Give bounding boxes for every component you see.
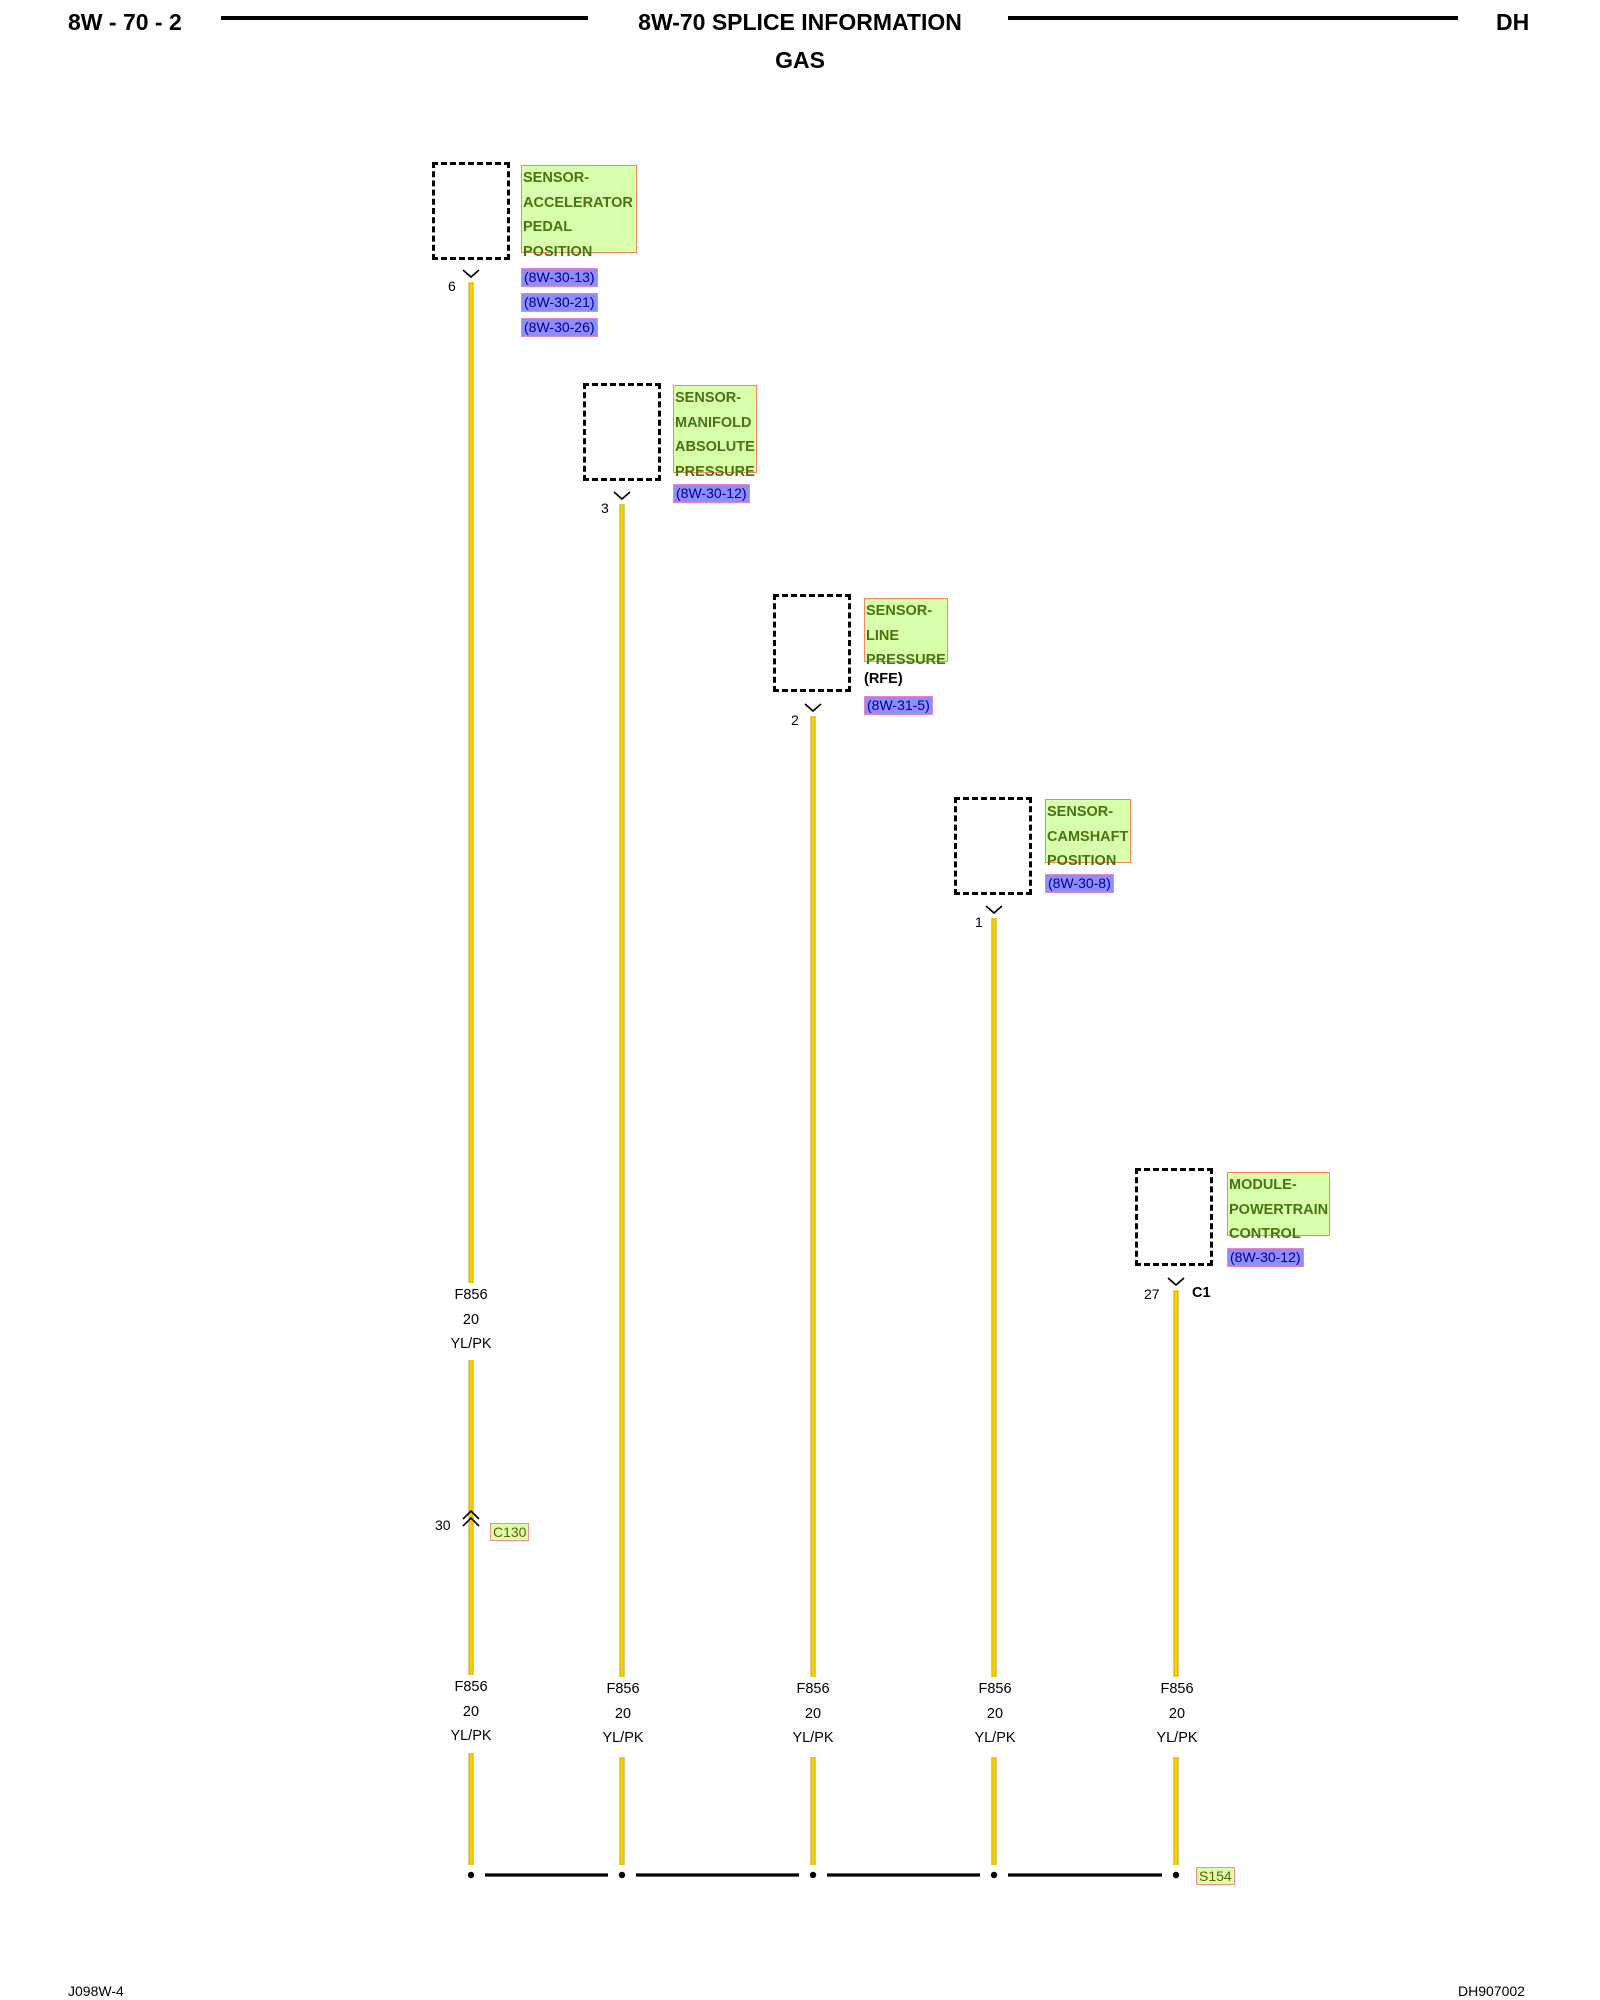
- connector-body-pcm: [1135, 1168, 1213, 1266]
- splice-node: [809, 1871, 817, 1879]
- ref-link[interactable]: (8W-30-13): [521, 268, 598, 287]
- ref-link[interactable]: (8W-31-5): [864, 696, 933, 715]
- page-number: 8W - 70 - 2: [68, 9, 182, 35]
- header-rule-right: [1008, 16, 1458, 20]
- connector-body-line-pressure: [773, 594, 851, 692]
- page-title: 8W-70 SPLICE INFORMATION: [638, 9, 962, 35]
- ref-link[interactable]: (8W-30-12): [1227, 1248, 1304, 1267]
- connector-body-camshaft: [954, 797, 1032, 895]
- splice-group: [467, 1871, 1180, 1879]
- variant-note: (RFE): [864, 671, 903, 687]
- wire-group: [462, 269, 1185, 1865]
- ref-link[interactable]: (8W-30-8): [1045, 874, 1114, 893]
- page-subtitle: GAS: [775, 47, 825, 73]
- ref-link[interactable]: (8W-30-12): [673, 484, 750, 503]
- splice-node: [618, 1871, 626, 1879]
- header-rule-left: [221, 16, 588, 20]
- splice-tag[interactable]: S154: [1196, 1867, 1235, 1885]
- ref-link[interactable]: (8W-30-21): [521, 293, 598, 312]
- connector-id: C1: [1192, 1285, 1211, 1301]
- splice-node: [467, 1871, 475, 1879]
- pin-number: 27: [1144, 1286, 1160, 1302]
- terminal-chevron: [804, 703, 822, 713]
- pin-number: 1: [975, 914, 983, 930]
- inline-connector-chevron: [462, 1516, 480, 1527]
- pin-number: 6: [448, 278, 456, 294]
- pin-number: 2: [791, 712, 799, 728]
- connector-body-map-sensor: [583, 383, 661, 481]
- inline-connector-pin: 30: [435, 1517, 451, 1533]
- terminal-chevron: [985, 905, 1003, 915]
- terminal-chevron: [613, 491, 631, 501]
- splice-node: [990, 1871, 998, 1879]
- inline-connector-chevron: [462, 1509, 480, 1520]
- splice-node: [1172, 1871, 1180, 1879]
- terminal-chevron: [1167, 1277, 1185, 1287]
- terminal-chevron: [462, 269, 480, 279]
- ref-link[interactable]: (8W-30-26): [521, 318, 598, 337]
- pin-number: 3: [601, 500, 609, 516]
- inline-connector-tag[interactable]: C130: [490, 1523, 530, 1541]
- footer-left-code: J098W-4: [68, 1983, 124, 1999]
- model-code: DH: [1496, 9, 1530, 35]
- connector-body-accelerator-pedal: [432, 162, 510, 260]
- footer-right-code: DH907002: [1458, 1983, 1525, 1999]
